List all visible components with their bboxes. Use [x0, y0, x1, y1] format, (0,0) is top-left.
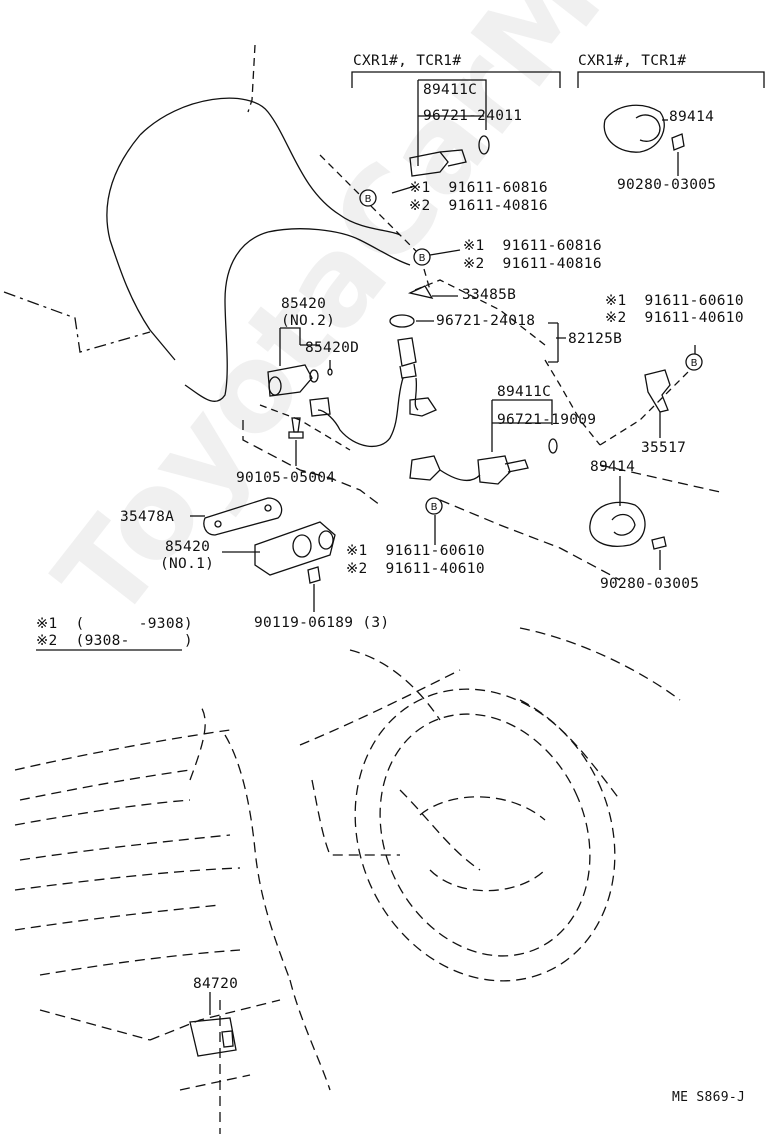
- harness-connector: [397, 337, 417, 367]
- group-bracket-right: [577, 71, 765, 88]
- speed-sensor-top: [409, 151, 449, 177]
- part-label: ※2 91611-40816: [463, 256, 602, 272]
- part-label: 85420: [281, 296, 327, 312]
- switch-84720: [189, 1017, 237, 1057]
- gasket-35478A: [203, 497, 283, 536]
- bracket-35517: [644, 369, 671, 413]
- o-ring-96721-24018: [389, 314, 415, 328]
- part-label: 85420: [165, 539, 211, 555]
- part-label: 89414: [669, 109, 715, 125]
- part-label: 90280-03005: [600, 576, 700, 592]
- part-label: ※2 91611-40610: [346, 561, 485, 577]
- part-label: ※1 91611-60610: [346, 543, 485, 559]
- part-label: 82125B: [568, 331, 623, 347]
- sensor-89414-mid: [589, 501, 646, 547]
- diagram-code: ME S869-J: [672, 1090, 746, 1105]
- marker-letter: B: [419, 253, 426, 264]
- speed-sensor-mid: [477, 455, 511, 485]
- part-label: (NO.2): [281, 313, 336, 329]
- part-label: 35517: [641, 440, 687, 456]
- part-label: 33485B: [462, 287, 517, 303]
- bolt-marker-b-top: [359, 189, 377, 207]
- part-label: 89414: [590, 459, 636, 475]
- part-label: 89411C: [497, 384, 552, 400]
- part-label: 96721-19009: [497, 412, 597, 428]
- part-label: 96721-24018: [436, 313, 536, 329]
- part-label: 84720: [193, 976, 239, 992]
- steering-wheel-inner: [379, 713, 591, 957]
- bolt-90119: [307, 566, 321, 584]
- part-label: 89411C: [423, 82, 478, 98]
- sensor-89414-top: [603, 104, 665, 153]
- transmission-housing-outline: [139, 97, 401, 236]
- part-label: 96721-24011: [423, 108, 523, 124]
- legend-note-1: ※1 ( -9308): [36, 616, 193, 632]
- part-label: ※1 91611-60816: [409, 180, 548, 196]
- part-label: (NO.1): [160, 556, 215, 572]
- group-header-right: CXR1#, TCR1#: [578, 53, 687, 69]
- bolt-marker-b-right: [685, 353, 703, 371]
- part-label: 90119-06189 (3): [254, 615, 390, 631]
- bolt-marker-b-lower: [425, 497, 443, 515]
- speed-sensor-mid-connector: [409, 455, 441, 481]
- solenoid-85420-no2: [267, 364, 313, 397]
- part-label: 90105-05004: [236, 470, 336, 486]
- part-label: 85420D: [305, 340, 360, 356]
- steering-wheel-outer: [354, 688, 616, 982]
- part-label: ※2 91611-40816: [409, 198, 548, 214]
- marker-letter: B: [431, 502, 438, 513]
- part-label: 35478A: [120, 509, 175, 525]
- dashboard-outline: [14, 627, 681, 1134]
- group-bracket-left: [351, 71, 561, 88]
- part-label: ※1 91611-60816: [463, 238, 602, 254]
- solenoid-85420-no1: [254, 521, 336, 576]
- part-label: ※2 91611-40610: [605, 310, 744, 326]
- part-label: 90280-03005: [617, 177, 717, 193]
- group-header-left: CXR1#, TCR1#: [353, 53, 462, 69]
- marker-letter: B: [365, 194, 372, 205]
- bolt-marker-b-mid: [413, 248, 431, 266]
- legend-note-2: ※2 (9308- ): [36, 633, 193, 649]
- marker-letter: B: [691, 358, 698, 369]
- part-label: ※1 91611-60610: [605, 293, 744, 309]
